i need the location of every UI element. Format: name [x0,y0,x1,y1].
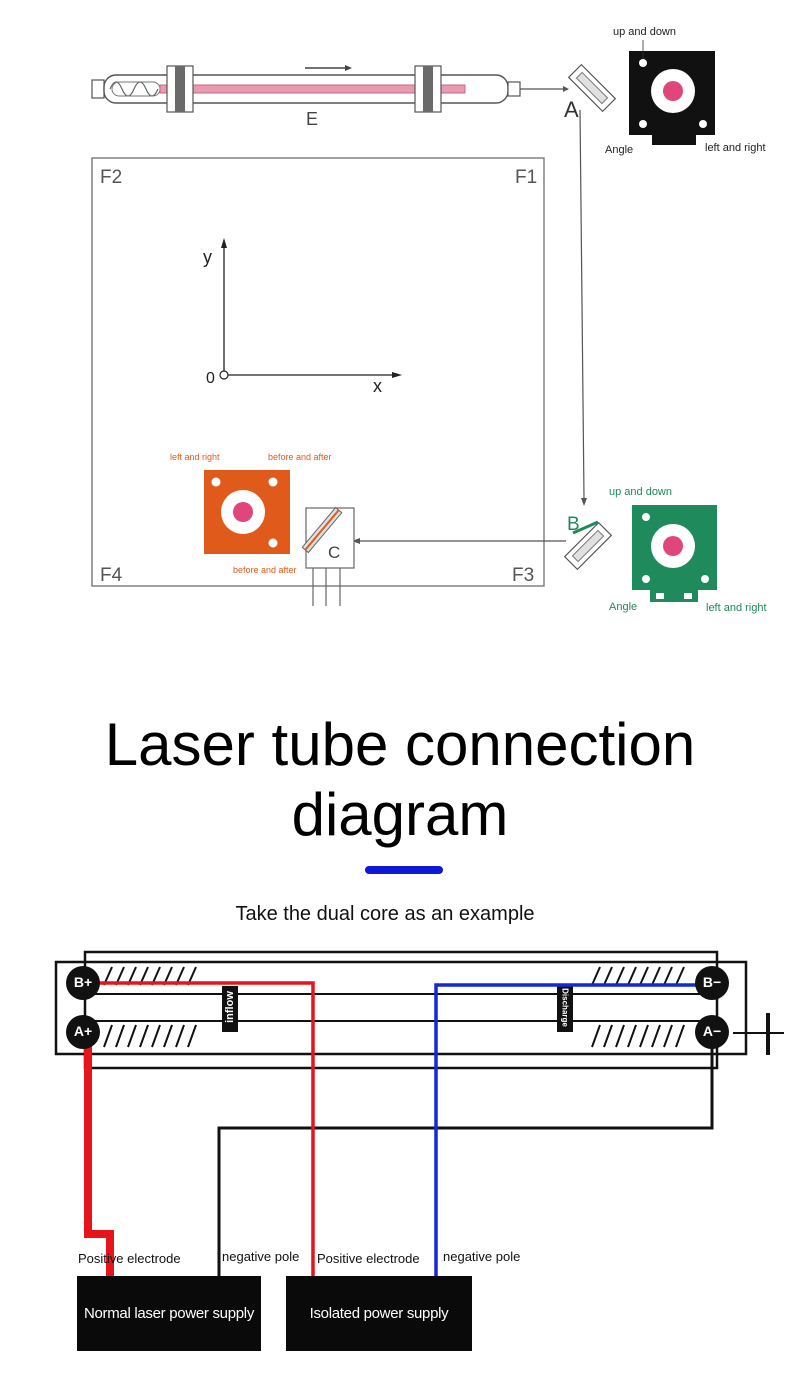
x-axis-label: x [373,376,382,396]
tube-label: E [306,109,318,129]
mirror-a: A [564,63,617,122]
corner-f2: F2 [100,167,122,188]
mount-a-top-label: up and down [613,26,676,38]
isolated-power-supply: Isolated power supply [286,1276,472,1351]
electrode-coils [103,966,685,1048]
coordinate-axes: y x 0 [203,238,402,396]
page-title-line2: diagram [291,781,509,848]
mount-c-top-right-label: before and after [268,452,332,462]
normal-laser-power-supply: Normal laser power supply [77,1276,261,1351]
mount-c-top-left-label: left and right [170,452,220,462]
positive-electrode-label-2: Positive electrode [317,1251,420,1266]
mirror-c: C [301,506,355,606]
mirror-c-label: C [328,543,340,562]
mount-b-top-label: up and down [609,486,672,498]
tube-outer [83,950,719,1070]
tube-inner-frame [54,960,748,1056]
mirror-a-label: A [564,97,579,122]
y-axis-label: y [203,247,212,267]
optical-path-diagram: E A up and down Angle left and right F2 … [91,26,767,614]
work-area-frame [91,157,545,587]
terminal-b-plus-label: B+ [73,974,93,990]
mount-a-right-label: left and right [705,142,766,154]
terminal-b-minus-label: B− [702,974,722,990]
subtitle: Take the dual core as an example [235,903,535,925]
origin-label: 0 [206,370,215,387]
wire-b-plus [97,981,315,1278]
mount-b: up and down Angle left and right [609,486,767,614]
title-accent-bar [365,866,443,874]
mirror-b-label: B [567,514,580,535]
wire-a-minus [217,1042,714,1278]
terminal-a-plus-label: A+ [73,1023,93,1039]
wire-b-minus [434,983,712,1290]
corner-f3: F3 [512,565,534,586]
mount-c: left and right before and after before a… [170,452,332,575]
inflow-label: inflow [224,991,236,1023]
positive-electrode-label-1: Positive electrode [78,1251,181,1266]
discharge-label: Discharge [560,988,570,1027]
page-title-line1: Laser tube connection [104,711,696,778]
laser-tube: E [91,65,521,129]
mount-a-left-label: Angle [605,144,633,156]
wire-a-plus [84,1042,114,1278]
mirror-b: B [563,514,613,571]
mount-b-left-label: Angle [609,601,637,613]
corner-f1: F1 [515,167,537,188]
mount-c-bottom-label: before and after [233,565,297,575]
mount-b-right-label: left and right [706,602,767,614]
corner-f4: F4 [100,565,123,586]
terminal-a-minus-label: A− [702,1023,722,1039]
negative-pole-label-1: negative pole [222,1249,300,1264]
mount-a: up and down Angle left and right [605,26,766,156]
negative-pole-label-2: negative pole [443,1249,521,1264]
